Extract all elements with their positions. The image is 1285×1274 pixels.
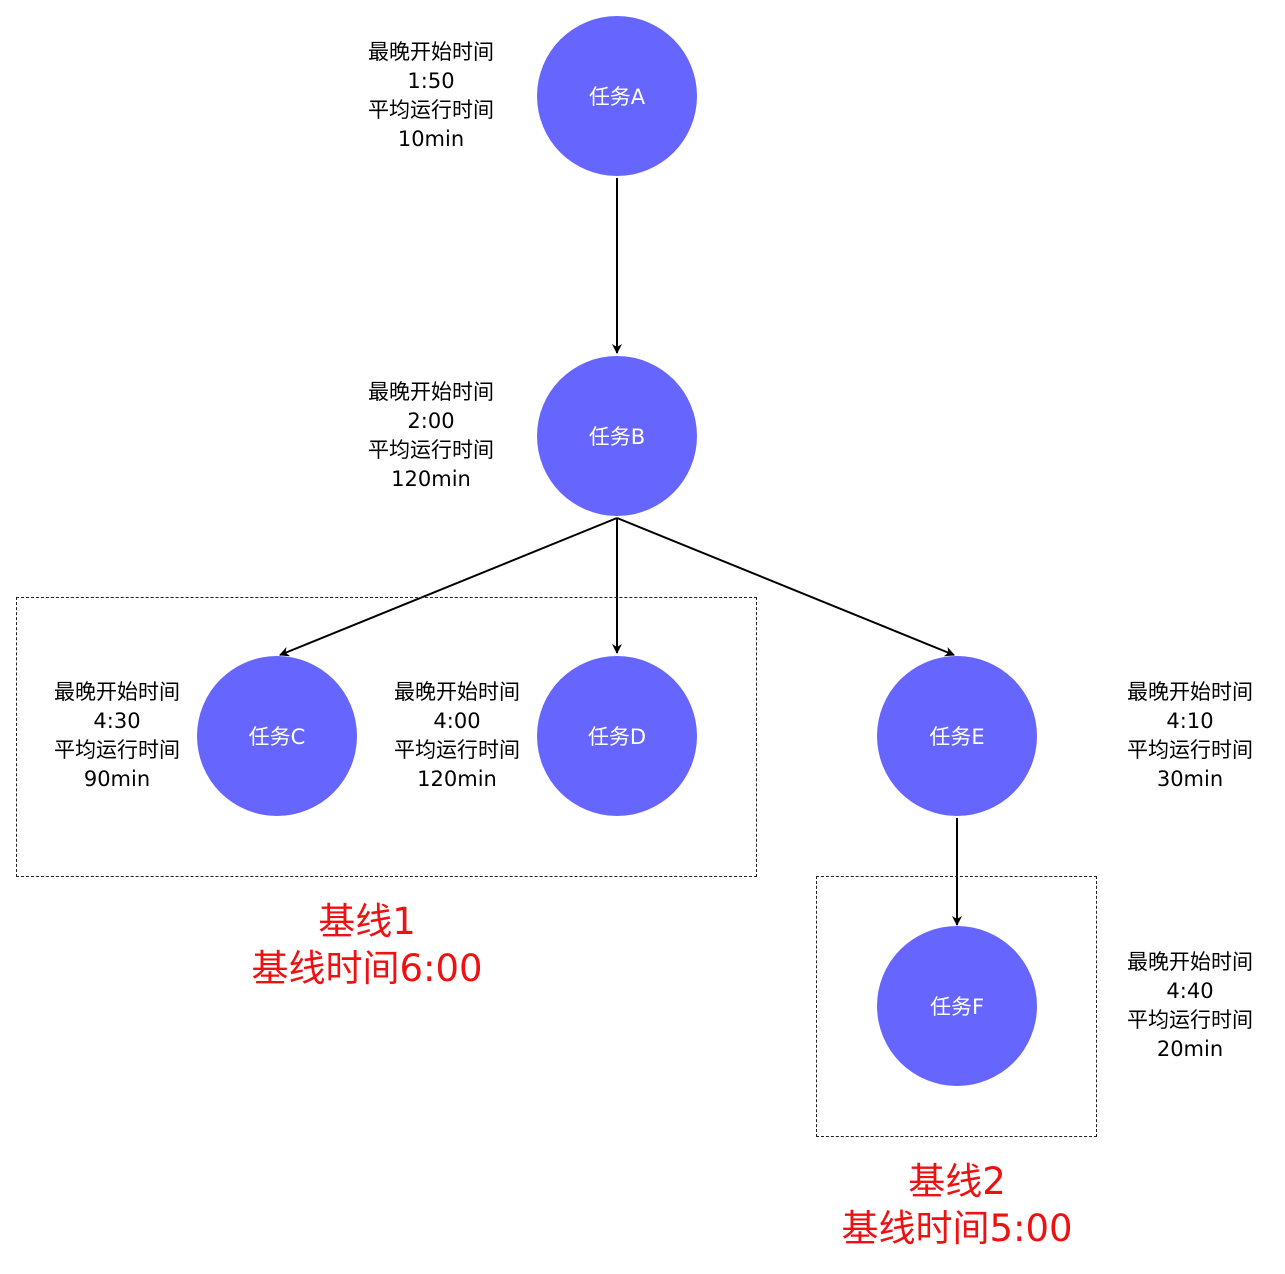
task-node-label: 任务E: [929, 725, 985, 749]
task-node-label: 任务A: [588, 85, 646, 109]
avg-runtime-value: 120min: [417, 767, 497, 791]
latest-start-value: 4:40: [1166, 979, 1214, 1003]
avg-runtime-value: 90min: [83, 767, 151, 791]
task-node-label: 任务B: [588, 425, 646, 449]
latest-start-label: 最晚开始时间: [368, 40, 494, 64]
avg-runtime-label: 平均运行时间: [54, 738, 180, 762]
latest-start-value: 4:30: [93, 709, 141, 733]
baseline-1-box: [16, 597, 757, 877]
task-node-label: 任务C: [248, 725, 306, 749]
task-node-c[interactable]: 任务C: [197, 656, 357, 816]
avg-runtime-label: 平均运行时间: [394, 738, 520, 762]
baseline-2-box: [816, 876, 1097, 1137]
task-a-info: 最晚开始时间 1:50 平均运行时间 10min: [341, 38, 521, 154]
task-node-f[interactable]: 任务F: [877, 926, 1037, 1086]
latest-start-value: 2:00: [407, 409, 455, 433]
task-node-label: 任务D: [587, 725, 647, 749]
task-f-info: 最晚开始时间 4:40 平均运行时间 20min: [1100, 948, 1280, 1064]
baseline-time: 基线时间5:00: [841, 1207, 1073, 1250]
latest-start-label: 最晚开始时间: [368, 380, 494, 404]
edge-b-to-c: [279, 517, 618, 657]
avg-runtime-label: 平均运行时间: [368, 98, 494, 122]
avg-runtime-value: 30min: [1156, 767, 1224, 791]
task-d-info: 最晚开始时间 4:00 平均运行时间 120min: [367, 678, 547, 794]
latest-start-value: 1:50: [407, 69, 455, 93]
baseline-1-label: 基线1 基线时间6:00: [217, 898, 517, 992]
task-c-info: 最晚开始时间 4:30 平均运行时间 90min: [27, 678, 207, 794]
latest-start-label: 最晚开始时间: [1127, 950, 1253, 974]
avg-runtime-label: 平均运行时间: [1127, 738, 1253, 762]
task-node-b[interactable]: 任务B: [537, 356, 697, 516]
baseline-time: 基线时间6:00: [251, 947, 483, 990]
avg-runtime-value: 120min: [391, 467, 471, 491]
baseline-name: 基线2: [908, 1160, 1006, 1203]
task-node-e[interactable]: 任务E: [877, 656, 1037, 816]
task-e-info: 最晚开始时间 4:10 平均运行时间 30min: [1100, 678, 1280, 794]
latest-start-value: 4:10: [1166, 709, 1214, 733]
avg-runtime-value: 10min: [397, 127, 465, 151]
baseline-name: 基线1: [318, 900, 416, 943]
task-node-d[interactable]: 任务D: [537, 656, 697, 816]
task-node-a[interactable]: 任务A: [537, 16, 697, 176]
edge-b-to-e: [616, 517, 955, 657]
task-node-label: 任务F: [929, 995, 985, 1019]
task-b-info: 最晚开始时间 2:00 平均运行时间 120min: [341, 378, 521, 494]
latest-start-label: 最晚开始时间: [394, 680, 520, 704]
avg-runtime-label: 平均运行时间: [368, 438, 494, 462]
latest-start-value: 4:00: [433, 709, 481, 733]
avg-runtime-label: 平均运行时间: [1127, 1008, 1253, 1032]
baseline-2-label: 基线2 基线时间5:00: [807, 1158, 1107, 1252]
latest-start-label: 最晚开始时间: [54, 680, 180, 704]
avg-runtime-value: 20min: [1156, 1037, 1224, 1061]
latest-start-label: 最晚开始时间: [1127, 680, 1253, 704]
